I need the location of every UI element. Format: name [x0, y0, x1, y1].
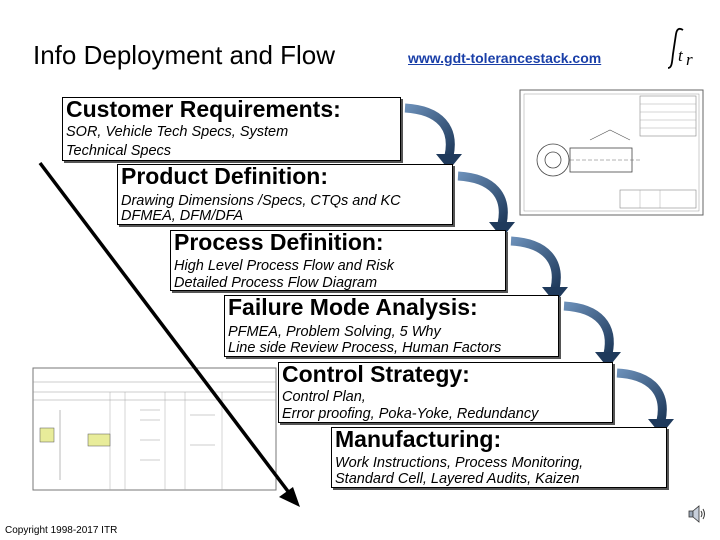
step-box-customer-requirements: Customer Requirements: SOR, Vehicle Tech… — [62, 96, 401, 161]
process-flow-sheet-thumbnail — [32, 367, 277, 491]
curved-arrow-head — [436, 154, 462, 170]
step-title: Failure Mode Analysis: — [228, 294, 478, 320]
step-detail-line2: DFMEA, DFM/DFA — [121, 208, 244, 224]
step-box-process-definition: Process Definition: High Level Process F… — [170, 229, 506, 291]
step-box-failure-mode-analysis: Failure Mode Analysis: PFMEA, Problem So… — [224, 294, 559, 357]
step-detail-line2: Error proofing, Poka-Yoke, Redundancy — [282, 406, 539, 422]
step-detail-line2: Line side Review Process, Human Factors — [228, 340, 502, 356]
step-detail-line1: High Level Process Flow and Risk — [174, 258, 395, 274]
curved-arrows — [404, 103, 674, 435]
svg-text:t: t — [678, 46, 684, 65]
step-title: Product Definition: — [121, 163, 328, 189]
curved-arrow-body — [616, 368, 667, 422]
diagonal-flow-arrow — [38, 161, 300, 507]
itr-logo: t r — [667, 27, 693, 69]
step-detail-line1: Control Plan, — [282, 389, 366, 405]
step-title: Customer Requirements: — [66, 96, 341, 122]
svg-text:r: r — [686, 50, 693, 69]
page-title: Info Deployment and Flow — [33, 40, 336, 70]
curved-arrow-body — [510, 236, 561, 290]
step-detail-line1: PFMEA, Problem Solving, 5 Why — [228, 324, 441, 340]
step-detail-line1: Drawing Dimensions /Specs, CTQs and KC — [121, 193, 401, 209]
step-detail-line1: SOR, Vehicle Tech Specs, System — [66, 124, 289, 140]
step-title: Manufacturing: — [335, 426, 502, 452]
step-detail-line2: Detailed Process Flow Diagram — [174, 275, 378, 291]
step-box-control-strategy: Control Strategy: Control Plan, Error pr… — [278, 361, 613, 423]
curved-arrow-head — [595, 352, 621, 368]
step-box-product-definition: Product Definition: Drawing Dimensions /… — [117, 163, 453, 225]
copyright-text: Copyright 1998-2017 ITR — [5, 525, 118, 536]
step-detail-line1: Work Instructions, Process Monitoring, — [335, 455, 584, 471]
step-detail-line2: Standard Cell, Layered Audits, Kaizen — [335, 471, 580, 487]
website-link[interactable]: www.gdt-tolerancestack.com — [408, 50, 602, 66]
step-detail-line2: Technical Specs — [66, 143, 172, 159]
step-title: Process Definition: — [174, 229, 384, 255]
step-title: Control Strategy: — [282, 361, 470, 387]
curved-arrow-body — [457, 171, 508, 225]
step-box-manufacturing: Manufacturing: Work Instructions, Proces… — [331, 426, 667, 488]
curved-arrow-body — [404, 103, 455, 157]
speaker-icon[interactable] — [686, 503, 708, 525]
technical-drawing-thumbnail — [519, 89, 704, 216]
curved-arrow-body — [563, 301, 614, 355]
